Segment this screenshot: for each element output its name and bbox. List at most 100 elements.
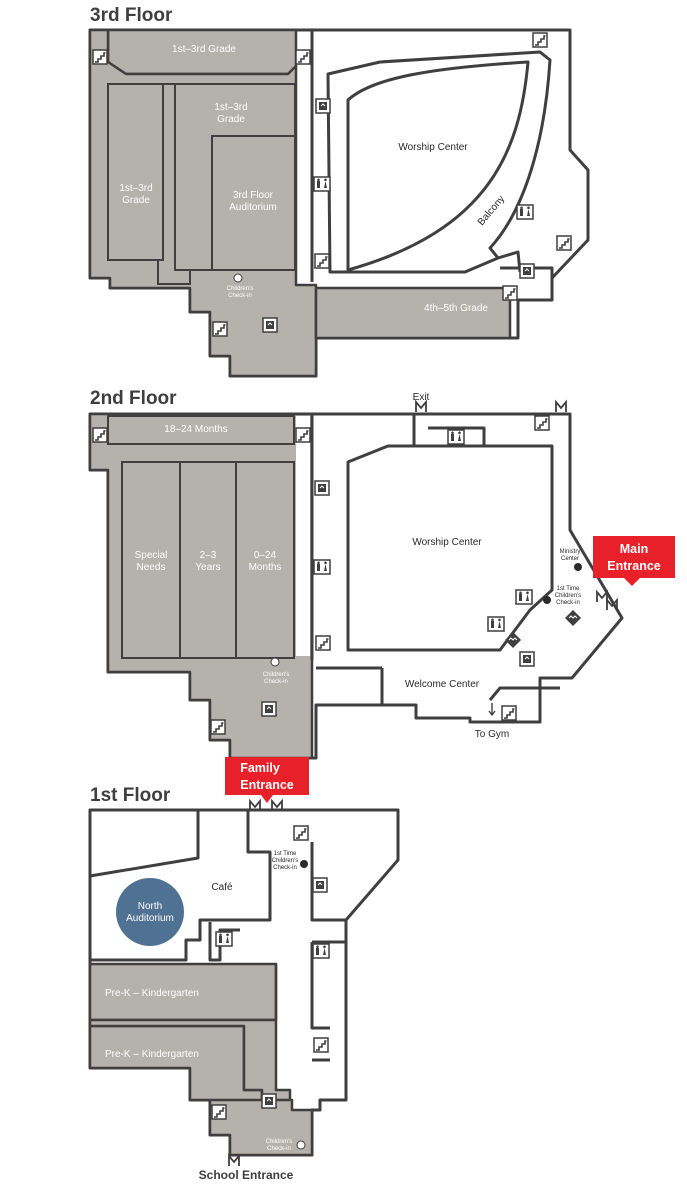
elevator-icon <box>262 317 278 333</box>
label-grade-mid-3rd-l2: Grade <box>217 114 245 125</box>
restroom-icon <box>215 931 233 947</box>
door-icon <box>415 401 427 413</box>
room-auditorium-3rd <box>211 135 296 271</box>
check-in-dot-icon <box>543 596 551 604</box>
floor-title-1st: 1st Floor <box>90 785 171 806</box>
label-family-entrance-l2: Entrance <box>240 778 294 792</box>
diamond-icon <box>504 631 522 649</box>
label-north-auditorium-l2: Auditorium <box>126 913 174 924</box>
stairs-icon <box>212 321 228 337</box>
label-prek-1-1st: Pre-K – Kindergarten <box>105 988 199 999</box>
elevator-icon <box>314 480 330 496</box>
label-prek-2-1st: Pre-K – Kindergarten <box>105 1049 199 1060</box>
label-school-entrance: School Entrance <box>199 1168 294 1182</box>
stairs-icon <box>314 253 330 269</box>
stairs-icon <box>556 235 572 251</box>
label-auditorium-3rd-l2: Auditorium <box>229 202 277 213</box>
label-months-0-24-2nd-l2: Months <box>249 562 282 573</box>
label-checkin-1st-l2: Check-in <box>267 1146 291 1152</box>
label-checkin-3rd-l1: Children's <box>227 286 254 292</box>
label-north-auditorium-l1: North <box>138 901 162 912</box>
stairs-icon <box>313 1037 329 1053</box>
label-first-time-2nd-l1: 1st Time <box>557 586 580 592</box>
room-months-top-2nd <box>107 415 295 445</box>
room-years-2nd <box>179 461 237 659</box>
label-special-2nd-l2: Needs <box>137 562 166 573</box>
stairs-icon <box>315 635 331 651</box>
label-years-2nd-l2: Years <box>195 562 220 573</box>
main-entrance-sign: Main Entrance <box>593 536 675 586</box>
label-balcony-3rd: Balcony <box>476 194 507 228</box>
elevator-icon <box>315 98 331 114</box>
stairs-icon <box>92 49 108 65</box>
label-main-entrance-l1: Main <box>620 542 648 556</box>
check-in-dot-icon <box>233 273 243 283</box>
elevator-icon <box>519 651 535 667</box>
label-checkin-2nd-l1: Children's <box>263 672 290 678</box>
stairs-icon <box>502 285 518 301</box>
stairs-icon <box>293 825 309 841</box>
label-years-2nd-l1: 2–3 <box>200 550 217 561</box>
stairs-icon <box>92 427 108 443</box>
restroom-icon <box>312 943 330 959</box>
label-worship-3rd: Worship Center <box>398 142 468 153</box>
label-months-top-2nd: 18–24 Months <box>164 424 227 435</box>
door-icon <box>228 1155 240 1167</box>
worship-center-3rd <box>346 60 530 272</box>
label-months-0-24-2nd-l1: 0–24 <box>254 550 277 561</box>
label-first-time-2nd-l3: Check-in <box>556 600 580 606</box>
label-ministry-2nd-l2: Center <box>561 556 579 562</box>
arrow-down-icon <box>488 703 496 717</box>
room-grade45-3rd <box>314 286 512 340</box>
label-first-time-1st-l2: Children's <box>272 858 299 864</box>
label-grade-top-3rd: 1st–3rd Grade <box>172 44 236 55</box>
stairs-icon <box>295 427 311 443</box>
stairs-icon <box>534 415 550 431</box>
room-grade-left-3rd <box>107 83 164 261</box>
third-floor-plan <box>88 28 590 378</box>
floor-title-3rd: 3rd Floor <box>90 5 173 26</box>
diamond-icon <box>564 609 582 627</box>
restroom-icon <box>487 616 505 632</box>
worship-center-2nd <box>346 444 554 652</box>
check-in-dot-icon <box>300 860 308 868</box>
label-ministry-2nd-l1: Ministry <box>560 549 581 555</box>
check-in-dot-icon <box>296 1140 306 1150</box>
restroom-icon <box>447 429 465 445</box>
label-grade-left-3rd-l2: Grade <box>122 195 150 206</box>
label-grade-left-3rd-l1: 1st–3rd <box>119 183 152 194</box>
elevator-icon <box>519 263 535 279</box>
label-checkin-2nd-l2: Check-in <box>264 679 288 685</box>
north-auditorium <box>116 878 184 946</box>
stairs-icon <box>210 719 226 735</box>
label-family-entrance-l1: Family <box>240 761 280 775</box>
restroom-icon <box>515 589 533 605</box>
door-icon <box>555 401 567 413</box>
restroom-icon <box>516 204 534 220</box>
label-checkin-1st-l1: Children's <box>266 1139 293 1145</box>
label-first-time-2nd-l2: Children's <box>555 593 582 599</box>
elevator-icon <box>261 1093 277 1109</box>
elevator-icon <box>312 877 328 893</box>
label-grade-mid-3rd-l1: 1st–3rd <box>214 102 247 113</box>
room-special-needs-2nd <box>121 461 181 659</box>
label-auditorium-3rd-l1: 3rd Floor <box>233 190 274 201</box>
restroom-icon <box>313 559 331 575</box>
elevator-icon <box>261 701 277 717</box>
room-months-0-24-2nd <box>235 461 295 659</box>
stairs-icon <box>295 49 311 65</box>
label-special-2nd-l1: Special <box>135 550 168 561</box>
room-prek-2-1st <box>88 1024 264 1112</box>
first-floor-plan <box>88 808 400 1157</box>
restroom-icon <box>313 176 331 192</box>
second-floor-plan <box>88 412 624 760</box>
family-entrance-sign: Family Entrance <box>225 757 309 803</box>
label-main-entrance-l2: Entrance <box>607 559 661 573</box>
label-first-time-1st-l3: Check-in <box>273 865 297 871</box>
label-exit-2nd: Exit <box>413 392 430 403</box>
check-in-dot-icon <box>574 563 582 571</box>
label-cafe-1st: Café <box>211 882 233 893</box>
label-checkin-3rd-l2: Check-in <box>228 293 252 299</box>
label-grade45-3rd: 4th–5th Grade <box>424 303 488 314</box>
